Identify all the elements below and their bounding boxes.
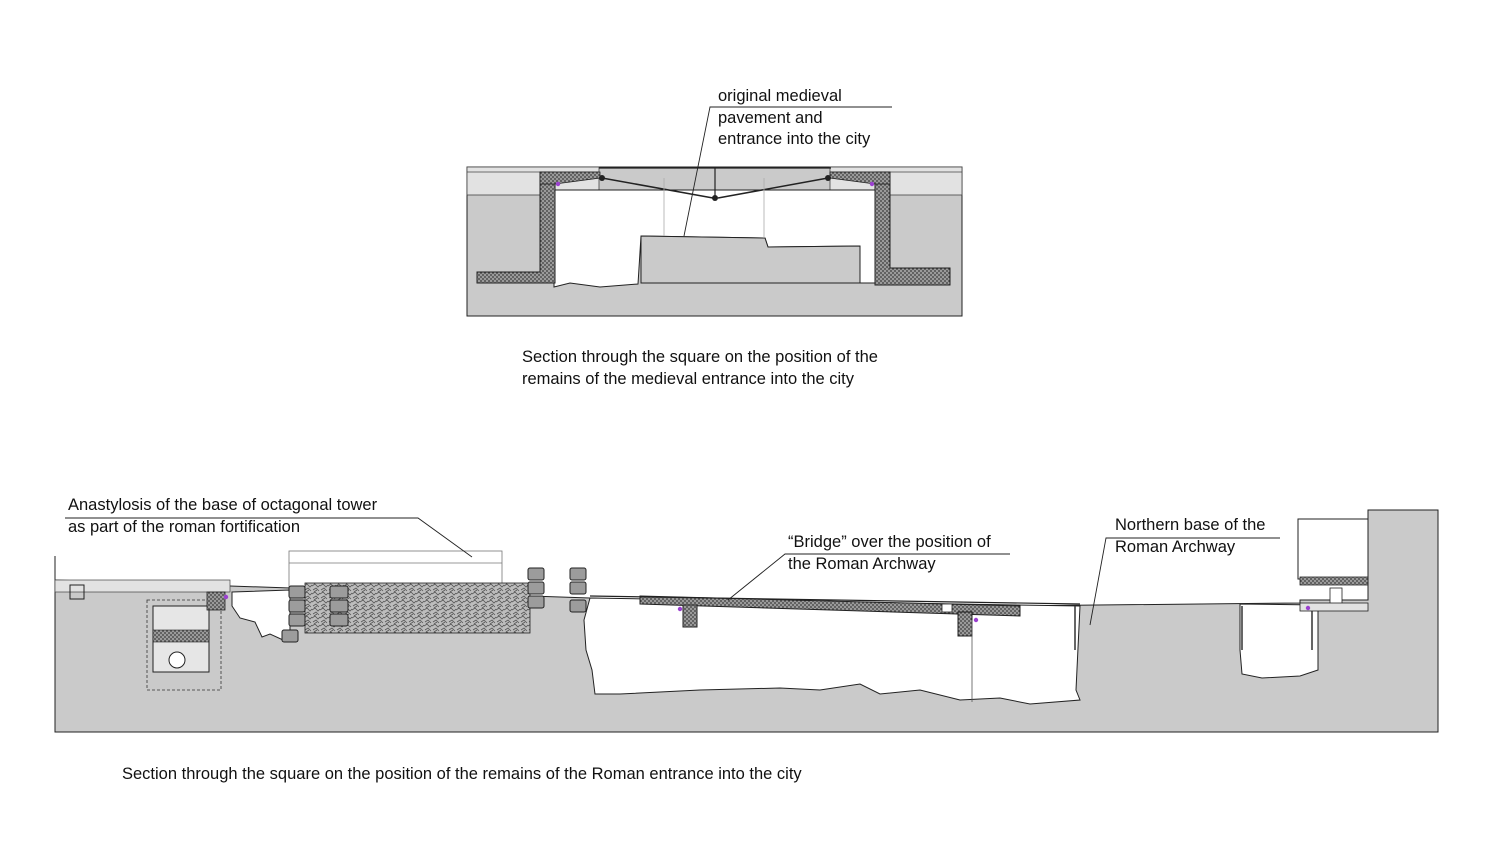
accent-marker — [973, 617, 979, 623]
medieval-section — [466, 106, 963, 317]
tower-stone-blocks-left — [281, 585, 349, 643]
accent-marker — [869, 181, 875, 187]
tower-stone-blocks-right — [527, 567, 587, 613]
bridge-deck — [639, 595, 1021, 617]
caption-roman-section: Section through the square on the positi… — [122, 765, 802, 783]
building-box — [1297, 518, 1369, 580]
leader-line-medieval — [683, 106, 892, 237]
callout-octagonal-tower: Anastylosis of the base of octagonal tow… — [68, 496, 378, 536]
bridge-support-right — [957, 611, 973, 637]
callout-northern-base: Northern base of the Roman Archway — [1115, 516, 1266, 556]
drain-pipe — [168, 651, 186, 669]
leader-line-tower — [65, 517, 473, 558]
leader-line-bridge — [727, 553, 1010, 601]
accent-marker — [223, 594, 229, 600]
accent-marker — [555, 181, 561, 187]
accent-marker — [677, 606, 683, 612]
callout-bridge: “Bridge” over the position of the Roman … — [788, 533, 991, 573]
callout-medieval-pavement: original medieval pavement and entrance … — [718, 87, 871, 148]
archway-void — [583, 597, 1081, 705]
bridge-support-left — [682, 604, 698, 628]
roman-section — [54, 509, 1439, 733]
accent-marker — [1305, 605, 1311, 611]
leader-line-northern — [1089, 537, 1280, 626]
caption-medieval-section: Section through the square on the positi… — [522, 348, 878, 388]
